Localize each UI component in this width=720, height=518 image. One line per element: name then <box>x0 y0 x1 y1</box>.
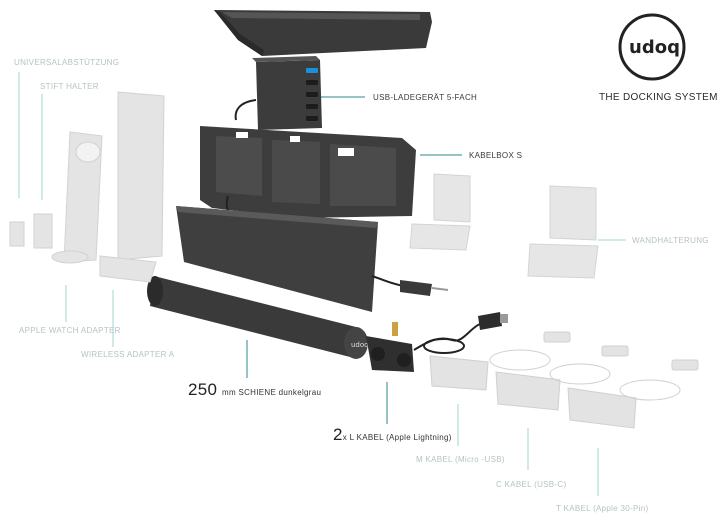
label-t-cable: T KABEL (Apple 30-Pin) <box>556 504 649 513</box>
label-wireless-adapter: WIRELESS ADAPTER A <box>81 350 175 359</box>
rail-number: 250 <box>188 380 218 399</box>
cable-box <box>200 126 416 218</box>
rail-text: mm SCHIENE dunkelgrau <box>222 388 322 397</box>
tagline: THE DOCKING SYSTEM <box>599 92 718 103</box>
l-cable-text: x L KABEL (Apple Lightning) <box>342 433 452 442</box>
udoq-logo: udoq <box>618 13 686 81</box>
rail-assembly: udoq <box>147 206 378 359</box>
l-cable-connector <box>366 322 414 372</box>
label-l-cable: 2x L KABEL (Apple Lightning) <box>333 425 452 445</box>
label-apple-watch-adapter: APPLE WATCH ADAPTER <box>19 326 121 335</box>
label-pen-holder: STIFT HALTER <box>40 82 99 91</box>
usb-cable <box>413 312 508 354</box>
label-cable-box: KABELBOX S <box>469 151 523 160</box>
svg-text:udoq: udoq <box>351 341 369 349</box>
label-wall-mount: WANDHALTERUNG <box>632 236 709 245</box>
faded-connectors <box>429 331 699 429</box>
faded-wall-mounts <box>409 173 599 279</box>
leader-lines <box>18 72 626 496</box>
label-rail: 250 mm SCHIENE dunkelgrau <box>188 380 321 400</box>
l-cable-number: 2 <box>333 425 343 444</box>
faded-accessories-left <box>9 91 165 283</box>
cable-box-lid <box>214 10 432 56</box>
label-c-cable: C KABEL (USB-C) <box>496 480 567 489</box>
usb-charger <box>234 56 322 130</box>
logo-text: udoq <box>629 37 680 58</box>
label-usb-charger: USB-LADEGERÄT 5-FACH <box>373 93 478 102</box>
label-m-cable: M KABEL (Micro -USB) <box>416 455 505 464</box>
label-universal-support: UNIVERSALABSTÜTZUNG <box>14 58 120 67</box>
leader-lines-dark <box>246 96 462 424</box>
power-plug <box>371 275 449 296</box>
